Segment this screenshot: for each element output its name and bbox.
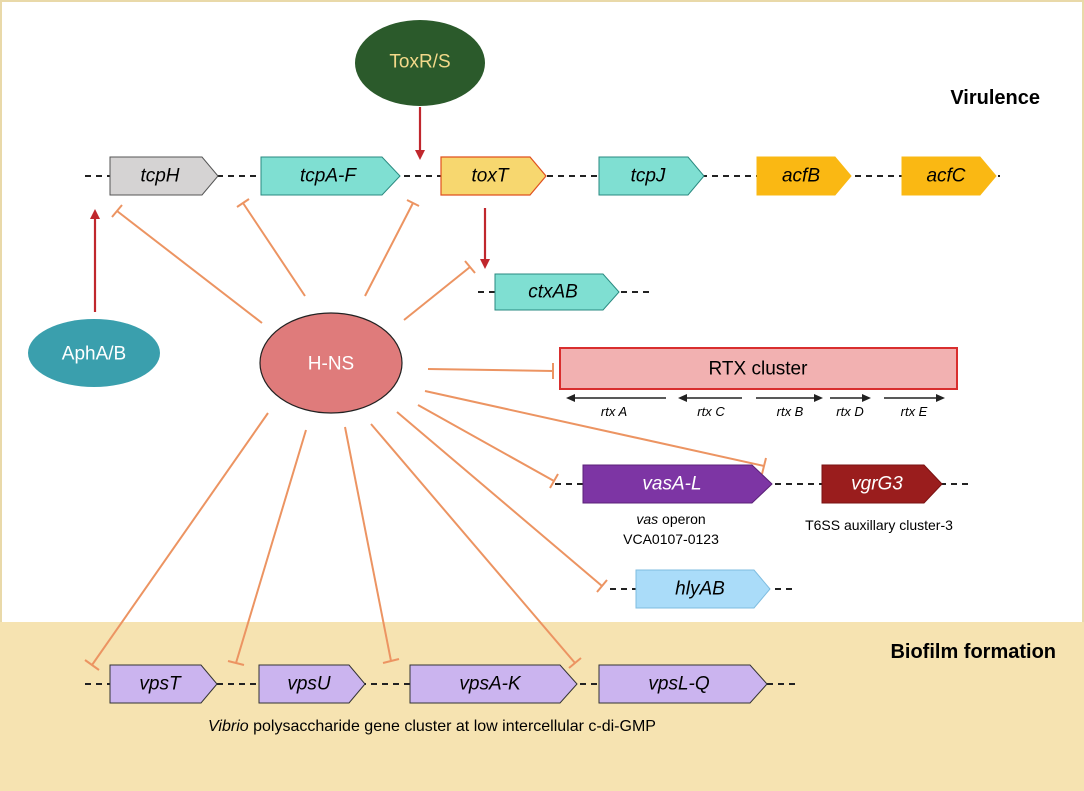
hns-represses-vasAL — [417, 404, 555, 482]
hns-represses-toxT — [364, 202, 414, 297]
gene-tcpH-label: tcpH — [140, 166, 179, 187]
biofilm-background — [0, 622, 1084, 791]
gene-vasA-L-label: vasA-L — [642, 474, 701, 495]
rtx-subgene-label: rtx B — [777, 404, 804, 419]
gene-vpsL-Q-label: vpsL-Q — [648, 674, 709, 695]
virulence-title: Virulence — [950, 87, 1040, 109]
vps-caption: Vibrio polysaccharide gene cluster at lo… — [208, 718, 656, 735]
rtx-subgene-label: rtx D — [836, 404, 863, 419]
repression-edges — [84, 198, 767, 671]
vas-operon-caption: vas operon — [636, 511, 705, 527]
rtx-subgene-label: rtx A — [601, 404, 627, 419]
rtx-subgene-arrows — [566, 394, 945, 402]
gene-vpsU-label: vpsU — [287, 674, 331, 695]
gene-acfB[interactable]: acfB — [756, 156, 852, 196]
gene-acfB-label: acfB — [782, 166, 820, 187]
vas-loci-caption: VCA0107-0123 — [623, 531, 719, 547]
activation-edges — [90, 107, 490, 312]
biofilm-title: Biofilm formation — [890, 641, 1056, 663]
gene-vgrG3-label: vgrG3 — [851, 474, 903, 495]
rtx-cluster[interactable]: RTX cluster — [559, 347, 958, 390]
regulator-toxrs[interactable]: ToxR/S — [355, 20, 485, 106]
hns-represses-hlyAB — [396, 411, 603, 587]
gene-tcpA-F[interactable]: tcpA-F — [260, 156, 401, 196]
gene-tcpH[interactable]: tcpH — [109, 156, 219, 196]
rtx-cluster-label: RTX cluster — [709, 359, 809, 380]
gene-acfC-label: acfC — [926, 166, 965, 187]
gene-vpsT-label: vpsT — [139, 674, 182, 695]
aphab-label: AphA/B — [62, 344, 126, 365]
gene-vgrG3[interactable]: vgrG3 — [821, 464, 943, 504]
gene-vpsU[interactable]: vpsU — [258, 664, 366, 704]
hns-represses-vpsT — [91, 412, 269, 666]
gene-hlyAB[interactable]: hlyAB — [635, 569, 771, 609]
gene-toxT[interactable]: toxT — [440, 156, 547, 196]
gene-vpsT[interactable]: vpsT — [109, 664, 218, 704]
hns-represses-rtx — [427, 368, 554, 372]
hns-label: H-NS — [308, 354, 354, 375]
gene-tcpJ[interactable]: tcpJ — [598, 156, 705, 196]
gene-vpsL-Q[interactable]: vpsL-Q — [598, 664, 768, 704]
gene-ctxAB-label: ctxAB — [528, 282, 578, 303]
toxrs-label: ToxR/S — [389, 52, 450, 73]
gene-acfC[interactable]: acfC — [901, 156, 997, 196]
rtx-subgene-label: rtx C — [697, 404, 725, 419]
t6ss-caption: T6SS auxillary cluster-3 — [805, 517, 953, 533]
hns-represses-vpsAK — [344, 426, 392, 662]
hns-represses-ctxAB — [403, 266, 471, 321]
gene-tcpA-F-label: tcpA-F — [300, 166, 357, 187]
gene-toxT-label: toxT — [472, 166, 510, 187]
regulator-aphab[interactable]: AphA/B — [28, 319, 160, 387]
gene-vpsA-K[interactable]: vpsA-K — [409, 664, 578, 704]
hns-represses-vpsLQ — [370, 423, 576, 664]
gene-vasA-L[interactable]: vasA-L — [582, 464, 773, 504]
gene-tcpJ-label: tcpJ — [631, 166, 666, 187]
gene-ctxAB[interactable]: ctxAB — [494, 273, 620, 311]
hns-represses-tcpAF — [242, 202, 306, 297]
rtx-subgene-label: rtx E — [901, 404, 928, 419]
gene-vpsA-K-label: vpsA-K — [459, 674, 522, 695]
regulator-hns[interactable]: H-NS — [259, 312, 403, 414]
hns-represses-vgrG3 — [424, 390, 765, 467]
hns-represses-vpsU — [235, 429, 307, 664]
hns-represses-tcpH — [116, 210, 263, 324]
gene-hlyAB-label: hlyAB — [675, 579, 725, 600]
